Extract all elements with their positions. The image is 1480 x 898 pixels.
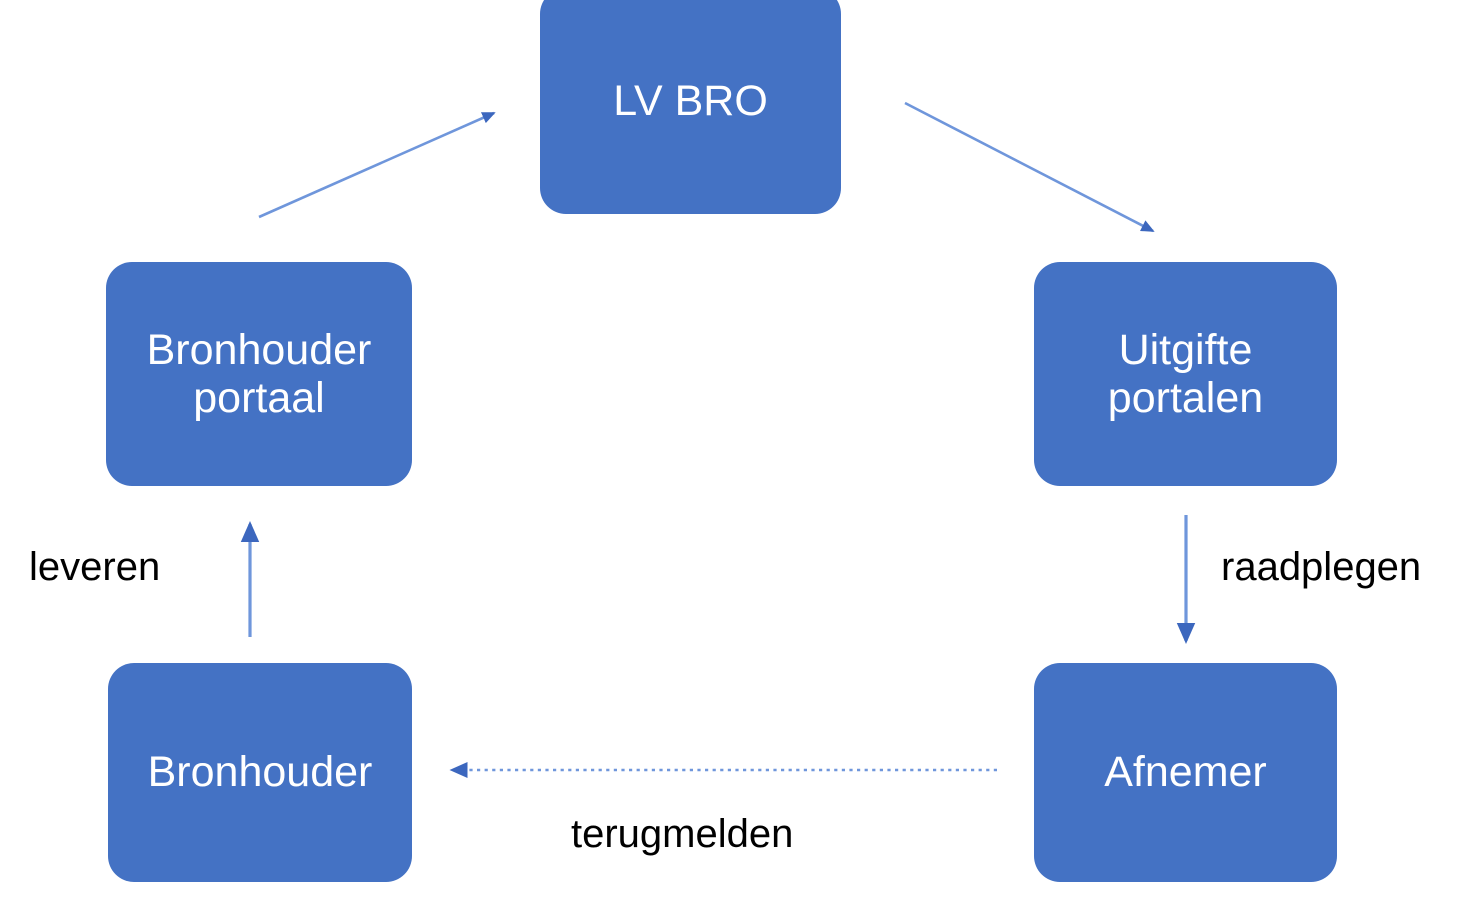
edge-bronhouder-portaal-to-lv-bro	[258, 111, 496, 219]
node-lv-bro[interactable]: LV BRO	[540, 0, 841, 214]
edge-label-raadplegen: raadplegen	[1221, 545, 1422, 589]
node-bronhouder[interactable]: Bronhouder	[108, 663, 412, 882]
node-bronhouder-portaal[interactable]: Bronhouder portaal	[106, 262, 412, 486]
node-uitgifte-portalen[interactable]: Uitgifte portalen	[1034, 262, 1337, 486]
node-afnemer[interactable]: Afnemer	[1034, 663, 1337, 882]
edge-lv-bro-to-uitgifte-portalen	[904, 101, 1155, 233]
edge-label-leveren: leveren	[29, 545, 161, 589]
edge-label-terugmelden: terugmelden	[571, 812, 794, 856]
